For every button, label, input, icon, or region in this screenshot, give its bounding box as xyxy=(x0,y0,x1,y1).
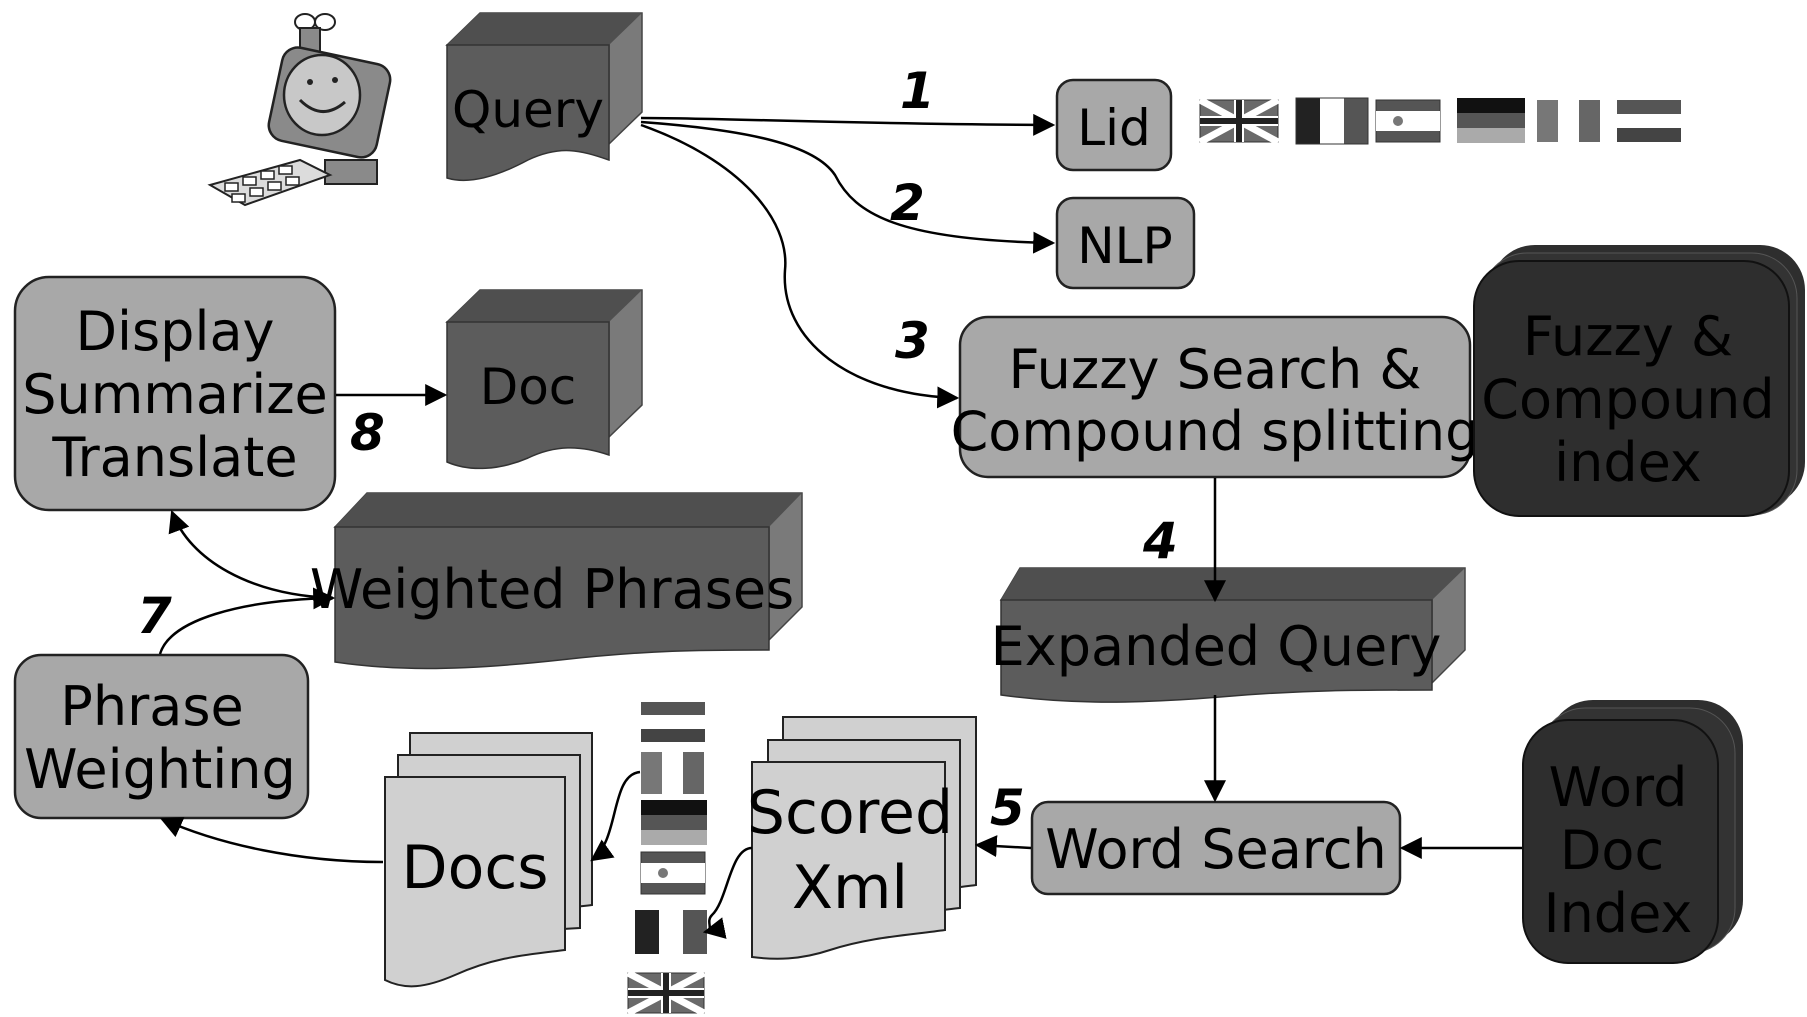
edge-phraseweighting-weighted xyxy=(158,587,336,655)
word-index-label-2: Doc xyxy=(1560,819,1664,882)
display-label-2: Summarize xyxy=(22,363,328,426)
edge-query-lid xyxy=(640,113,1056,136)
flag-spain-icon xyxy=(640,851,706,895)
edge-docs-phraseweighting xyxy=(159,817,384,864)
word-doc-index: Word Doc Index xyxy=(1522,700,1743,964)
display-summarize-translate-box: Display Summarize Translate xyxy=(13,275,337,512)
edge-flags-docs xyxy=(590,770,641,862)
flag-italy-icon xyxy=(641,752,704,794)
fuzzy-compound-index: Fuzzy & Compound index xyxy=(1473,245,1805,517)
display-label-3: Translate xyxy=(51,426,297,489)
scored-xml-pages: Scored Xml xyxy=(747,716,977,960)
edge-weighted-display xyxy=(168,509,334,600)
fuzzy-index-label-1: Fuzzy & xyxy=(1523,305,1733,368)
step-number-5: 5 xyxy=(990,779,1025,837)
lid-box: Lid xyxy=(1055,78,1173,172)
flag-germany-icon xyxy=(1457,98,1525,143)
flag-germany-icon xyxy=(641,800,707,845)
step-number-1: 1 xyxy=(900,62,935,120)
user-at-computer-icon xyxy=(207,13,392,207)
flag-uk-icon xyxy=(1198,96,1280,146)
query-label: Query xyxy=(452,81,604,139)
expanded-query-label: Expanded Query xyxy=(991,615,1442,678)
doc-label: Doc xyxy=(480,358,577,416)
phrase-weighting-box: Phrase Weighting xyxy=(13,653,310,820)
fuzzy-search-label-1: Fuzzy Search & xyxy=(1009,338,1422,401)
step-number-7: 7 xyxy=(137,587,172,645)
docs-pages: Docs xyxy=(384,732,593,988)
nlp-box: NLP xyxy=(1055,196,1196,290)
doc-document: Doc xyxy=(445,289,643,470)
phrase-weighting-label-1: Phrase xyxy=(60,675,243,738)
docs-label: Docs xyxy=(401,833,548,903)
step-number-3: 3 xyxy=(895,312,930,370)
edge-wordsearch-scored xyxy=(974,835,1032,858)
weighted-phrases-label: Weighted Phrases xyxy=(310,558,794,621)
scored-xml-label-2: Xml xyxy=(792,853,908,923)
fuzzy-index-label-2: Compound xyxy=(1481,368,1774,431)
query-document: Query xyxy=(445,12,643,182)
lid-label: Lid xyxy=(1077,99,1151,157)
fuzzy-search-label-2: Compound splitting xyxy=(951,400,1480,463)
nlp-label: NLP xyxy=(1077,217,1172,275)
word-search-label: Word Search xyxy=(1045,818,1386,881)
flag-netherlands-icon xyxy=(1617,100,1681,142)
flag-uk-icon xyxy=(626,969,706,1017)
weighted-phrases-shape: Weighted Phrases xyxy=(310,492,803,670)
step-number-4: 4 xyxy=(1142,512,1178,570)
word-index-label-3: Index xyxy=(1544,882,1693,945)
flag-netherlands-icon xyxy=(641,702,705,742)
expanded-query-shape: Expanded Query xyxy=(991,567,1466,703)
edge-scored-flags xyxy=(702,846,753,939)
fuzzy-search-box: Fuzzy Search & Compound splitting xyxy=(951,315,1480,479)
flag-france-icon xyxy=(1295,97,1369,145)
step-number-8: 8 xyxy=(350,404,385,462)
flag-italy-icon xyxy=(1537,100,1600,142)
word-search-box: Word Search xyxy=(1030,800,1402,896)
flag-spain-icon xyxy=(1375,99,1441,143)
edge-query-fuzzy xyxy=(640,123,960,409)
display-label-1: Display xyxy=(75,300,274,363)
flag-france-icon xyxy=(635,910,707,954)
edge-query-nlp xyxy=(640,120,1056,254)
fuzzy-index-label-3: index xyxy=(1554,431,1702,494)
step-number-2: 2 xyxy=(890,174,925,232)
phrase-weighting-label-2: Weighting xyxy=(24,738,296,801)
word-index-label-1: Word xyxy=(1549,756,1688,819)
scored-xml-label-1: Scored xyxy=(747,778,953,848)
